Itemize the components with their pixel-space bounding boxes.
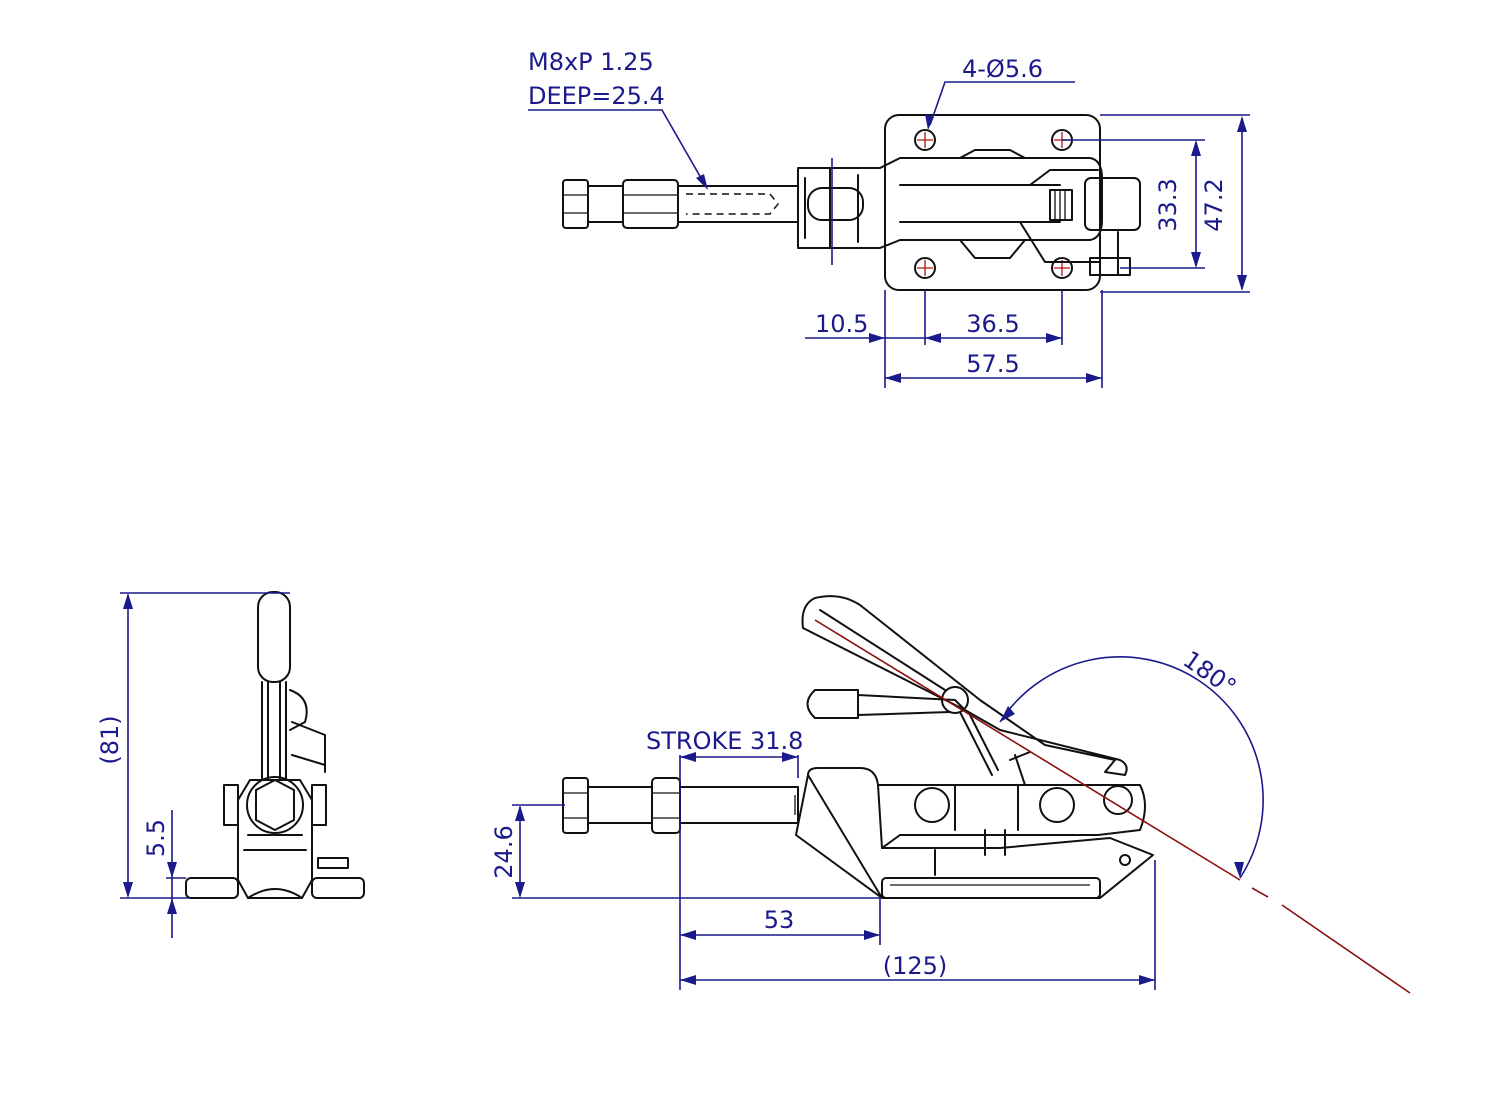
side-view: (81) 5.5 bbox=[96, 591, 365, 938]
clamp-body-front bbox=[795, 767, 1154, 899]
plunger-threaded-front bbox=[587, 786, 653, 824]
base-plate-outline bbox=[884, 114, 1101, 291]
spring-block bbox=[1049, 189, 1073, 221]
centerline-handle bbox=[814, 619, 1411, 994]
dim-5-5-label: 5.5 bbox=[142, 819, 170, 857]
plunger-shaft-left bbox=[587, 185, 624, 223]
dim-36-5-label: 36.5 bbox=[966, 310, 1019, 338]
hex-nut-outer-front bbox=[562, 777, 589, 834]
top-view: M8xP 1.25 DEEP=25.4 4-Ø5.6 47.2 33.3 10.… bbox=[528, 48, 1250, 388]
hole-spec-label: 4-Ø5.6 bbox=[962, 55, 1043, 83]
mounting-holes bbox=[914, 129, 1073, 279]
dim-81-label: (81) bbox=[96, 715, 124, 764]
body-side bbox=[237, 779, 313, 899]
dim-53-label: 53 bbox=[764, 906, 795, 934]
dim-24-6-label: 24.6 bbox=[490, 825, 518, 878]
dim-47-2-label: 47.2 bbox=[1200, 178, 1228, 231]
plunger-rod-front bbox=[679, 786, 799, 824]
handle-upper bbox=[801, 595, 1128, 776]
handle-grip-side bbox=[257, 591, 291, 683]
hex-nut-inner bbox=[622, 179, 679, 229]
stroke-label: STROKE 31.8 bbox=[646, 727, 803, 755]
angle-arc bbox=[999, 656, 1264, 879]
handle-pivot bbox=[941, 686, 969, 714]
base-foot-left bbox=[185, 877, 239, 899]
plunger-end-circle bbox=[246, 776, 304, 834]
plunger-rod bbox=[677, 185, 799, 223]
pivot-left bbox=[914, 787, 950, 823]
dim-125-label: (125) bbox=[883, 952, 948, 980]
pivot-right bbox=[1039, 787, 1075, 823]
thread-spec-label: M8xP 1.25 bbox=[528, 48, 654, 76]
hex-nut-inner-front bbox=[651, 777, 681, 834]
dim-33-3-label: 33.3 bbox=[1154, 178, 1182, 231]
top-dimensions bbox=[528, 81, 1250, 388]
base-foot-right bbox=[311, 877, 365, 899]
dim-10-5-label: 10.5 bbox=[815, 310, 868, 338]
front-view: STROKE 31.8 180° 24.6 53 (125) bbox=[490, 595, 1411, 994]
base-plate-front bbox=[881, 877, 1101, 899]
thread-depth-label: DEEP=25.4 bbox=[528, 82, 665, 110]
dim-57-5-label: 57.5 bbox=[966, 350, 1019, 378]
hex-nut-outer bbox=[562, 179, 589, 229]
clamp-body-top bbox=[797, 157, 1103, 249]
angle-label: 180° bbox=[1178, 645, 1241, 701]
